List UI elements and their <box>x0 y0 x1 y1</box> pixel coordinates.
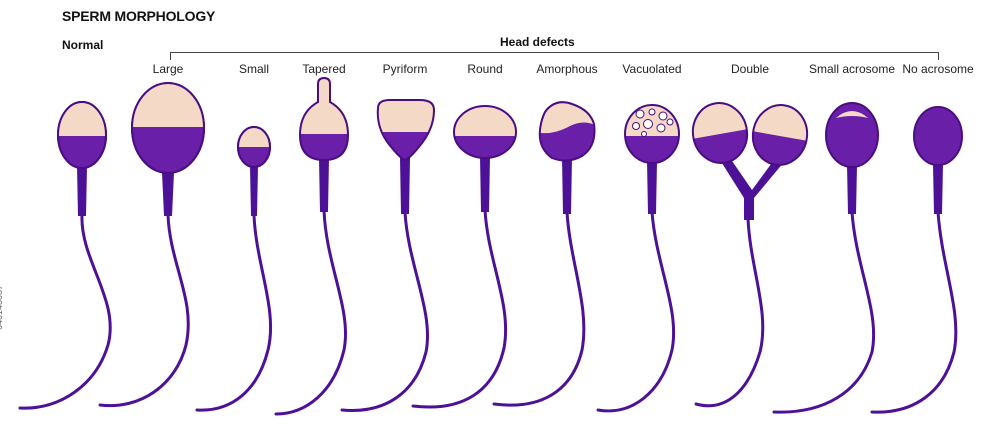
tail-vacuolated <box>596 210 676 413</box>
label-tapered: Tapered <box>302 62 346 76</box>
bracket-tick <box>938 52 939 60</box>
tail-large <box>98 213 190 408</box>
midpiece-tapered <box>319 158 329 212</box>
vacuole <box>658 111 668 121</box>
tail-tapered <box>274 208 347 416</box>
head-no-acrosome <box>913 106 963 166</box>
head-normal <box>57 101 107 169</box>
vacuole <box>656 123 666 133</box>
midpiece-small <box>250 166 258 216</box>
tail-small <box>195 213 273 412</box>
vacuole <box>666 118 674 126</box>
label-vacuolated: Vacuolated <box>622 62 682 76</box>
tail-small-acrosome <box>772 210 876 414</box>
tail-no-acrosome <box>870 210 958 414</box>
head-large <box>131 82 205 174</box>
midpiece-amorphous <box>562 158 572 214</box>
vacuole <box>648 108 656 116</box>
midpiece-double <box>720 158 784 220</box>
bracket-tick <box>170 52 171 60</box>
head-round <box>453 105 517 159</box>
label-no-acrosome: No acrosome <box>902 62 974 76</box>
head-amorphous <box>538 101 596 162</box>
tail-amorphous <box>492 210 586 407</box>
label-round: Round <box>467 62 503 76</box>
head-double <box>684 95 816 166</box>
head-defects-label: Head defects <box>500 35 575 49</box>
vacuole <box>635 109 645 119</box>
head-defects-bracket <box>170 52 938 61</box>
tail-double <box>694 216 765 408</box>
tail-normal <box>18 213 112 410</box>
head-tapered <box>298 76 350 162</box>
label-pyriform: Pyriform <box>382 62 428 76</box>
head-pyriform <box>376 99 436 162</box>
label-large: Large <box>152 62 184 76</box>
label-double: Double <box>730 62 770 76</box>
midpiece-large <box>162 172 174 216</box>
tail-round <box>411 208 508 409</box>
tail-pyriform <box>340 210 429 412</box>
label-amorphous: Amorphous <box>536 62 598 76</box>
midpiece-vacuolated <box>647 161 657 214</box>
head-small <box>237 126 271 168</box>
midpiece-normal <box>77 166 87 216</box>
midpiece-small-acrosome <box>847 165 857 214</box>
head-small-acrosome <box>825 102 879 168</box>
label-small-acrosome: Small acrosome <box>808 62 896 76</box>
vacuole <box>641 131 647 137</box>
midpiece-pyriform <box>400 158 410 214</box>
midpiece-round <box>480 156 490 212</box>
midpiece-no-acrosome <box>933 164 943 214</box>
vacuole <box>632 122 640 130</box>
label-small: Small <box>238 62 270 76</box>
head-vacuolated <box>624 104 680 164</box>
vacuole <box>643 119 653 129</box>
diagram-title: SPERM MORPHOLOGY <box>62 8 216 24</box>
normal-label: Normal <box>62 38 104 52</box>
